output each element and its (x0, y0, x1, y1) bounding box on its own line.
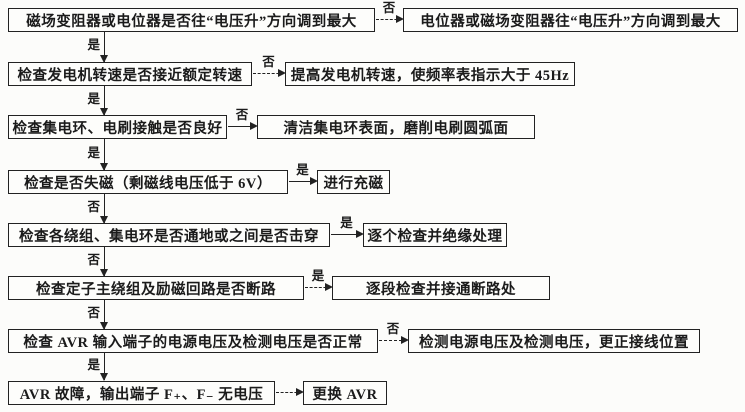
branch-arrow (289, 177, 318, 186)
down-arrow (100, 353, 109, 381)
flow-node-replace-avr: 更换 AVR (303, 381, 387, 405)
flow-node-adjust-rheostat: 电位器或磁场变阻器往“电压升”方向调到最大 (403, 8, 738, 32)
down-label: 是 (87, 92, 100, 106)
branch-arrow (305, 283, 333, 292)
flow-node-clean-sliprings: 清洁集电环表面，磨削电刷圆弧面 (257, 115, 535, 139)
branch-label: 是 (296, 163, 309, 177)
flow-node-check-sliprings: 检查集电环、电刷接触是否良好 (8, 115, 227, 139)
branch-arrow (331, 230, 364, 239)
down-arrow (100, 86, 109, 116)
flow-node-avr-fault: AVR 故障，输出端子 F₊、F₋ 无电压 (8, 381, 275, 405)
branch-label: 是 (340, 216, 353, 230)
flow-node-correct-wiring: 检测电源电压及检测电压，更正接线位置 (408, 329, 700, 353)
down-arrow (100, 247, 109, 277)
branch-label: 否 (262, 55, 275, 69)
branch-arrow (376, 15, 404, 24)
branch-arrow (228, 122, 258, 131)
flow-node-check-grounding: 检查各绕组、集电环是否通地或之间是否击穿 (8, 223, 330, 247)
branch-arrow (253, 69, 286, 78)
branch-label: 否 (382, 1, 396, 15)
flow-node-check-avr-input: 检查 AVR 输入端子的电源电压及检测电压是否正常 (8, 329, 378, 353)
flow-node-check-speed: 检查发电机转速是否接近额定转速 (8, 62, 252, 86)
down-label: 否 (87, 306, 100, 320)
down-label: 是 (87, 38, 100, 52)
branch-arrow (276, 388, 304, 397)
flow-node-check-rheostat: 磁场变阻器或电位器是否往“电压升”方向调到最大 (8, 8, 375, 32)
flow-node-check-demagnetized: 检查是否失磁（剩磁线电压低于 6V） (8, 170, 288, 194)
down-label: 是 (87, 358, 100, 372)
flow-node-raise-speed: 提高发电机转速，使频率表指示大于 45Hz (285, 62, 575, 86)
down-arrow (100, 139, 109, 171)
down-arrow (100, 32, 109, 63)
down-label: 否 (87, 200, 100, 214)
down-label: 是 (87, 146, 100, 160)
down-arrow (100, 194, 109, 224)
flow-node-insulate: 逐个检查并绝缘处理 (363, 223, 507, 247)
branch-label: 否 (235, 108, 249, 122)
flow-node-check-open-circuit: 检查定子主绕组及励磁回路是否断路 (8, 276, 304, 300)
flow-node-recharge-magnetism: 进行充磁 (317, 170, 390, 194)
branch-arrow (379, 336, 409, 345)
down-label: 否 (87, 253, 100, 267)
branch-label: 否 (386, 322, 400, 336)
branch-label: 是 (311, 269, 325, 283)
flow-node-reconnect-break: 逐段检查并接通断路处 (332, 276, 550, 300)
down-arrow (100, 300, 109, 330)
